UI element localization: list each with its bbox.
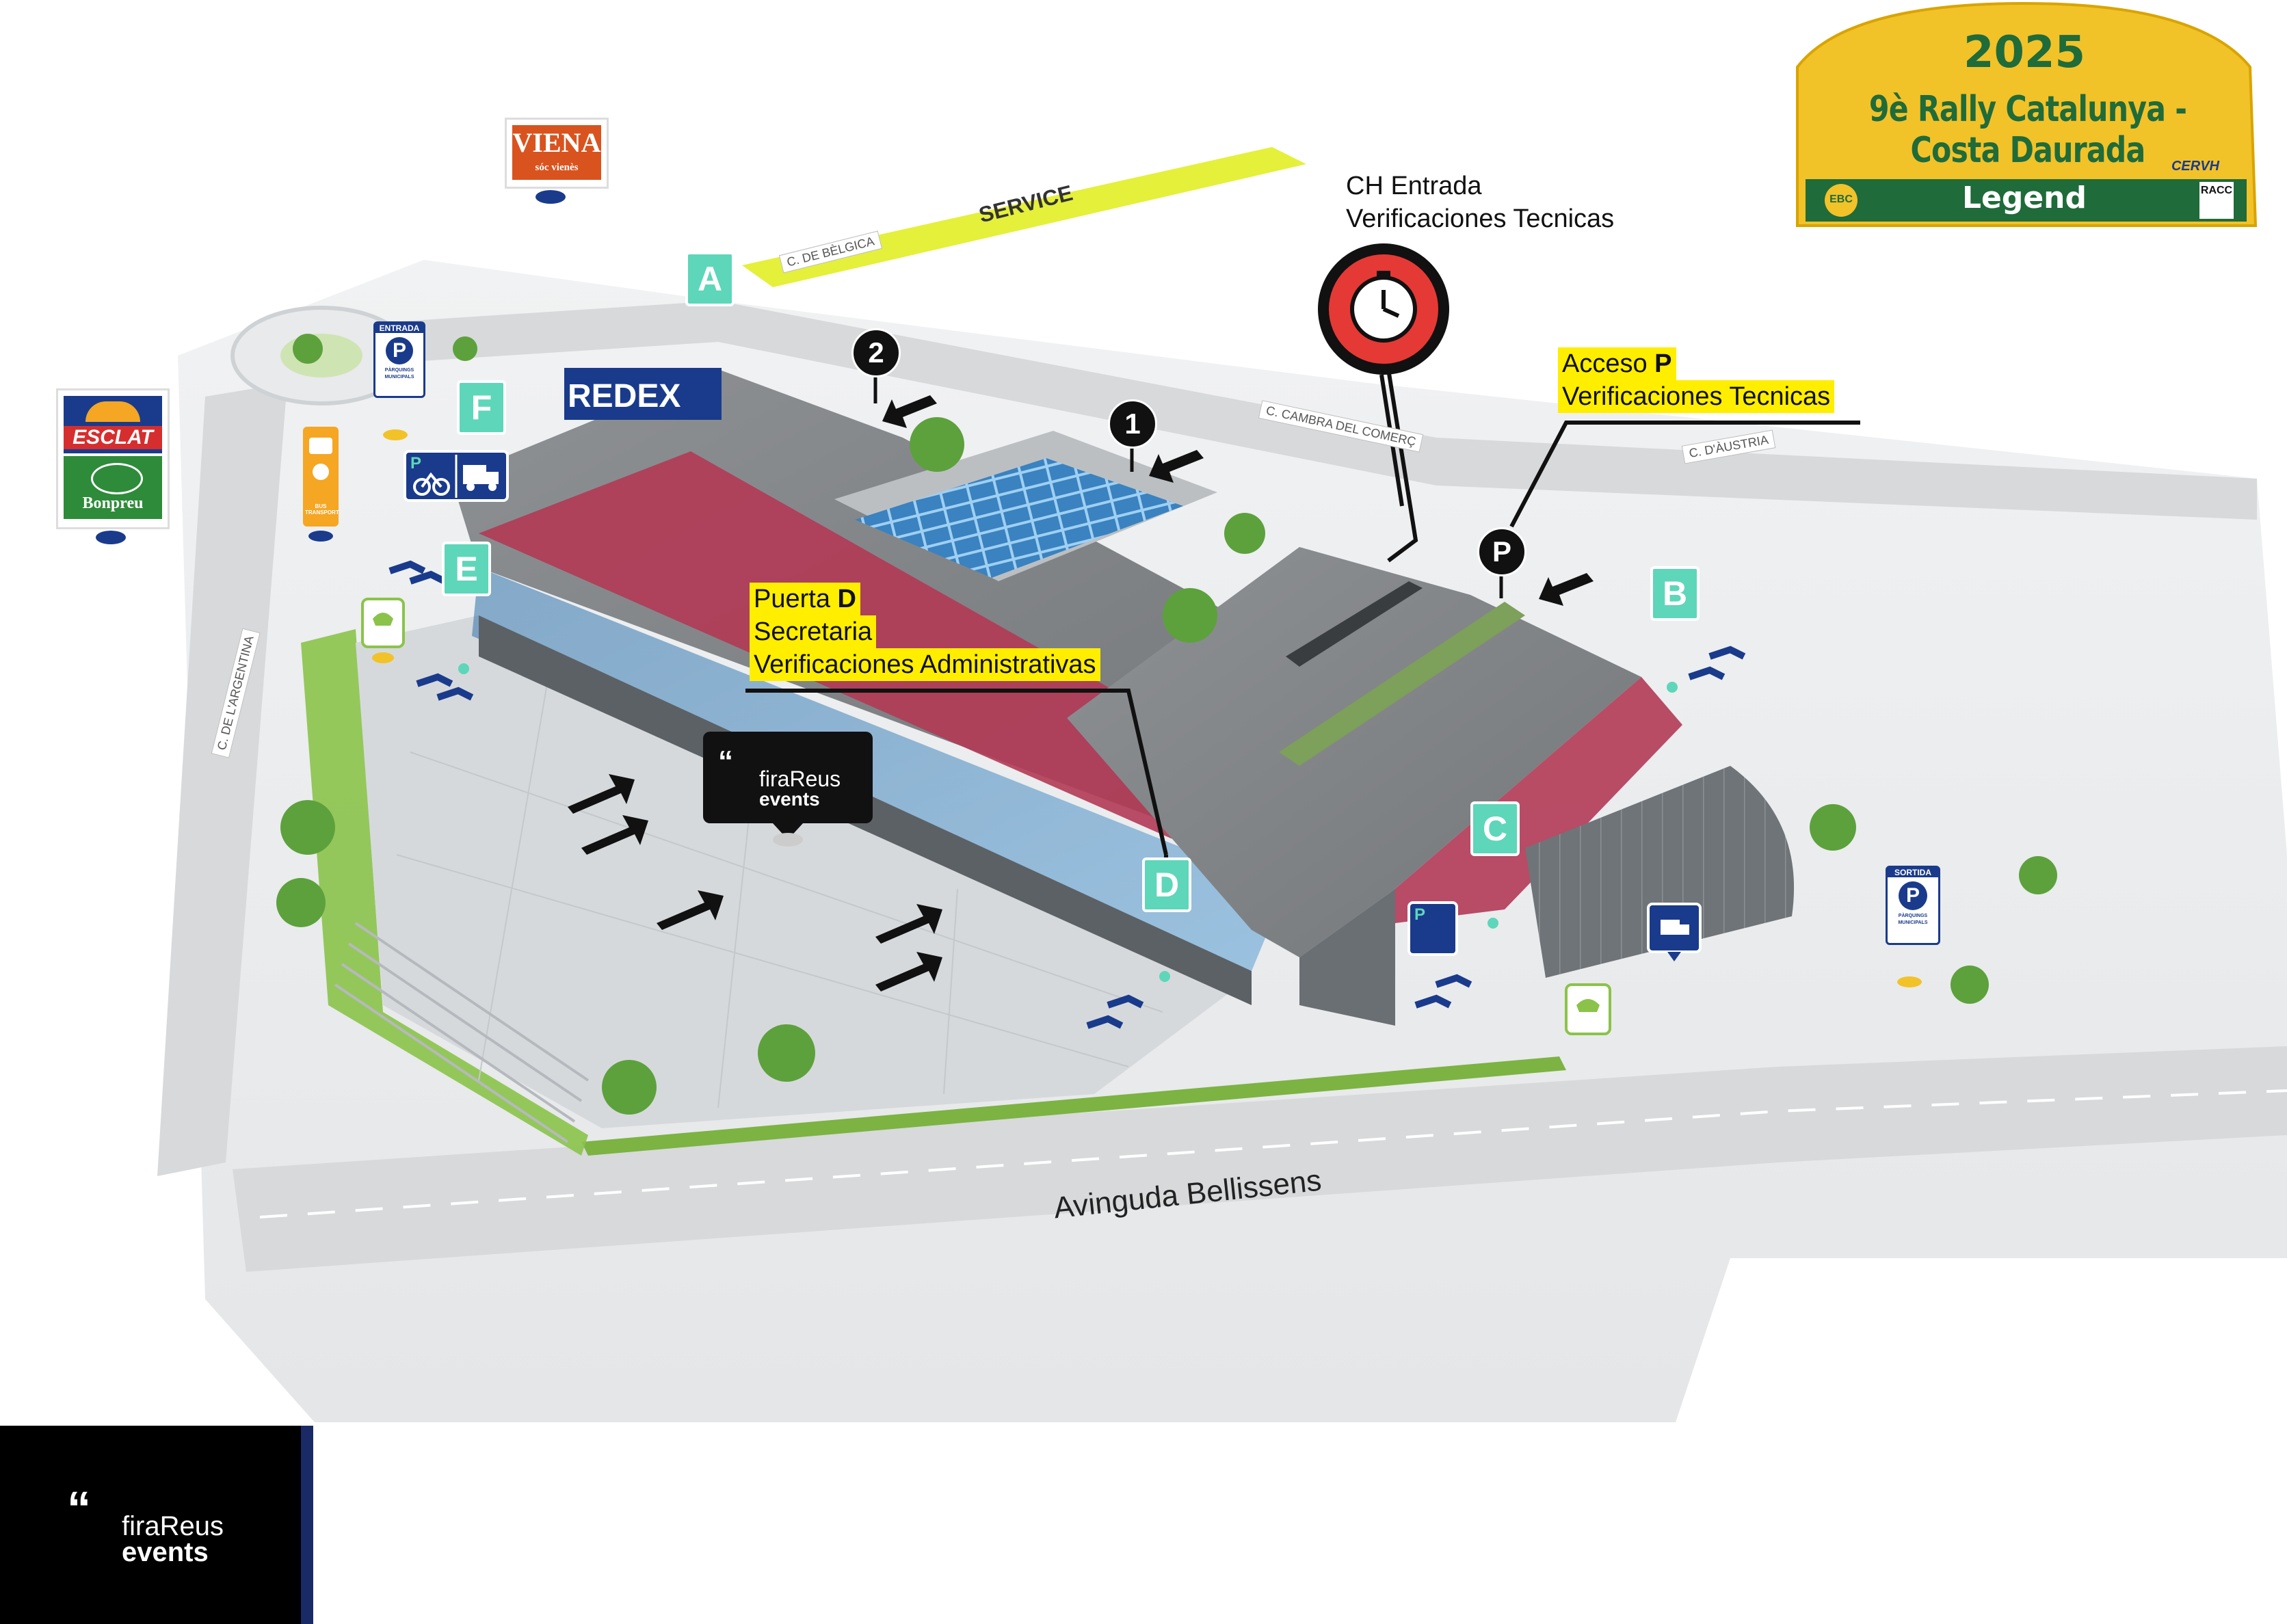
logo-line1: firaReus xyxy=(122,1511,224,1541)
puerta-callout: Puerta D Secretaria Verificaciones Admin… xyxy=(750,583,1100,681)
gate-a: A xyxy=(685,252,735,306)
trees xyxy=(276,334,2057,1115)
bonpreu-logo: Bonpreu xyxy=(64,456,162,519)
puerta-line1-pre: Puerta xyxy=(754,585,838,613)
parking-in-top: ENTRADA xyxy=(375,323,423,333)
esclat-bonpreu-sign: ESCLAT Bonpreu xyxy=(56,388,170,529)
ev-charger-icon xyxy=(361,598,1611,1035)
parking-in-bottom: PÀRQUINGS MUNICIPALS xyxy=(384,368,414,380)
plate-title: 9è Rally Catalunya - Costa Daurada xyxy=(1868,89,2187,171)
ch-line1: CH Entrada xyxy=(1346,172,1482,200)
parking-out-bottom: PÀRQUINGS MUNICIPALS xyxy=(1898,914,1928,925)
firareus-pin-logo: “ firaReus events xyxy=(718,745,841,810)
acceso-line1-bold: P xyxy=(1654,349,1672,378)
parking-exit-sign: SORTIDA P PÀRQUINGS MUNICIPALS xyxy=(1886,866,1940,945)
puerta-line1-bold: D xyxy=(837,585,856,613)
parking-out-top: SORTIDA xyxy=(1888,868,1938,877)
viena-tagline: sóc vienès xyxy=(535,162,579,173)
bike-parking-letter: P xyxy=(410,454,422,472)
puerta-line3: Verificaciones Administrativas xyxy=(750,648,1100,681)
plate-subtitle: Legend xyxy=(1961,181,2087,215)
gate-c: C xyxy=(1470,801,1520,856)
viena-name: VIENA xyxy=(512,127,601,158)
road-avinguda xyxy=(233,1046,2287,1272)
gate-f: F xyxy=(457,380,506,435)
acceso-line1-pre: Acceso xyxy=(1562,349,1655,378)
ch-line2: Verificaciones Tecnicas xyxy=(1346,204,1615,233)
logo-stripe xyxy=(301,1426,313,1624)
road-argentina xyxy=(157,383,287,1176)
bonpreu-name: Bonpreu xyxy=(82,494,144,512)
redexis-label: REDEX xyxy=(568,378,681,414)
logo-line2: events xyxy=(122,1537,209,1567)
truck-icon xyxy=(463,465,499,491)
bus-icon xyxy=(303,427,339,542)
solar-roof xyxy=(855,458,1183,578)
firareus-pin-line1: firaReus xyxy=(759,767,841,791)
acceso-callout: Acceso P Verificaciones Tecnicas xyxy=(1558,347,1835,413)
acceso-line2: Verificaciones Tecnicas xyxy=(1558,380,1835,413)
gate-d: D xyxy=(1142,857,1191,912)
plate-partner-racc: RACC xyxy=(2200,185,2233,196)
parking-icon: P xyxy=(386,337,413,364)
rally-plate xyxy=(1796,1,2258,227)
parking-marker: P xyxy=(1477,527,1526,576)
firareus-logo-block xyxy=(0,1426,301,1624)
entrance-chevrons xyxy=(388,560,1746,1029)
viena-sign: VIENA sóc vienès xyxy=(505,118,609,189)
firareus-pin xyxy=(703,732,873,847)
gate-e: E xyxy=(442,542,491,596)
marker-2: 2 xyxy=(851,328,901,377)
stopwatch-icon xyxy=(1318,243,1449,507)
bus-label: BUS TRANSPORT xyxy=(305,503,339,516)
plate-partner-cervh: CERVH xyxy=(2171,159,2219,174)
firareus-pin-line2: events xyxy=(759,788,820,810)
puerta-line2: Secretaria xyxy=(750,615,877,648)
marker-1: 1 xyxy=(1108,399,1157,449)
esclat-logo: ESCLAT xyxy=(64,396,162,453)
esclat-name: ESCLAT xyxy=(64,426,162,449)
arrow-icon xyxy=(568,395,1594,991)
plate-year: 2025 xyxy=(1963,27,2086,78)
parking-entrance-sign: ENTRADA P PÀRQUINGS MUNICIPALS xyxy=(373,321,425,398)
plate-partner-ebc: EBC xyxy=(1829,194,1853,205)
ch-callout: CH Entrada Verificaciones Tecnicas xyxy=(1346,170,1614,235)
bike-parking-letter-east: P xyxy=(1414,905,1426,924)
truck-sign-east xyxy=(1647,903,1702,961)
redexis-sign xyxy=(564,368,722,420)
gate-b: B xyxy=(1650,566,1700,621)
service-area xyxy=(742,147,1306,287)
parking-icon: P xyxy=(1899,881,1927,910)
logo-quote: “ xyxy=(67,1482,91,1535)
bike-sign-east xyxy=(1407,901,1458,956)
